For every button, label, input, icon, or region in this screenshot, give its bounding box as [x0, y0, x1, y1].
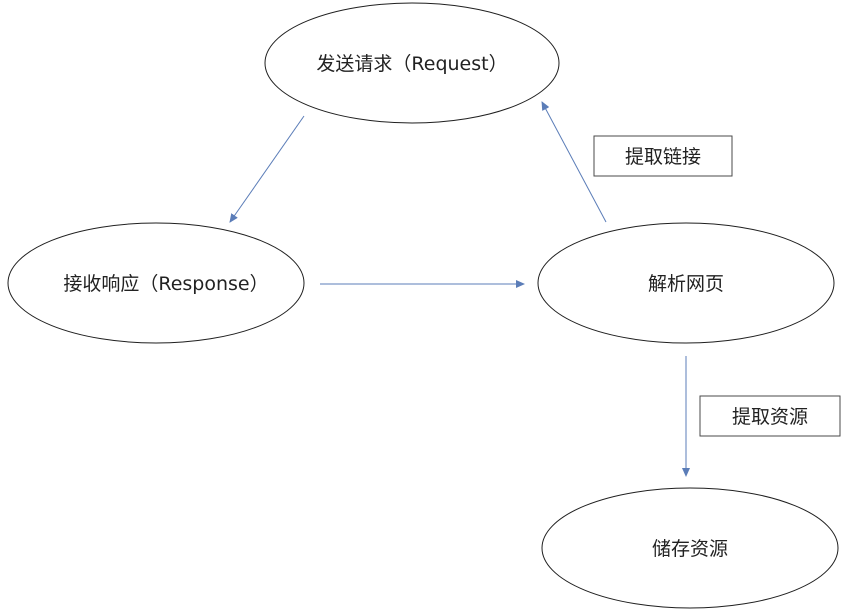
node-receive-response: 接收响应（Response） — [7, 222, 305, 344]
node-label-send-request: 发送请求（Request） — [316, 53, 507, 75]
edge-label-text-extract-resources: 提取资源 — [732, 406, 808, 428]
node-parse-page: 解析网页 — [537, 222, 835, 344]
node-label-store-resources: 储存资源 — [652, 538, 728, 560]
node-label-receive-response: 接收响应（Response） — [63, 273, 268, 295]
arrow-parse-to-request — [541, 101, 607, 223]
edge-label-extract-links: 提取链接 — [593, 135, 733, 177]
edge-label-text-extract-links: 提取链接 — [625, 146, 701, 168]
edge-label-extract-resources: 提取资源 — [699, 395, 841, 437]
node-label-parse-page: 解析网页 — [648, 273, 724, 295]
node-ellipse — [541, 487, 839, 609]
node-send-request: 发送请求（Request） — [264, 2, 560, 124]
arrow-request-to-response — [229, 115, 305, 223]
node-store-resources: 储存资源 — [541, 487, 839, 609]
node-ellipse — [7, 222, 305, 344]
node-ellipse — [537, 222, 835, 344]
edge-label-box — [593, 135, 733, 177]
edge-label-box — [699, 395, 841, 437]
node-ellipse — [264, 2, 560, 124]
